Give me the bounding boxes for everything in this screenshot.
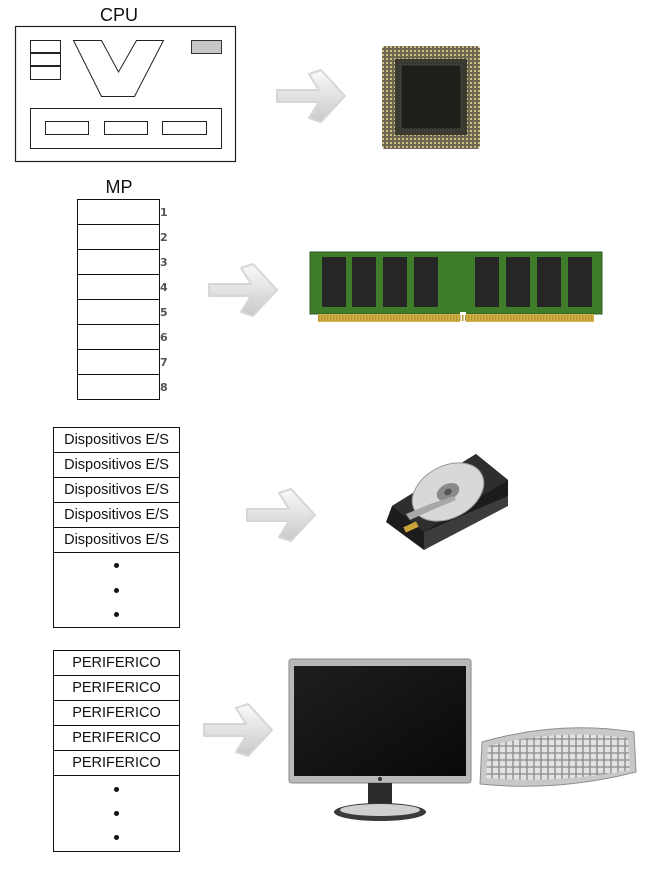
io-device-cell: Dispositivos E/S bbox=[53, 427, 180, 453]
memory-cell bbox=[77, 349, 160, 375]
keyboard-icon bbox=[479, 727, 637, 787]
io-device-cell: Dispositivos E/S bbox=[53, 527, 180, 553]
memory-cell bbox=[77, 274, 160, 300]
ram-module-icon bbox=[309, 251, 603, 324]
arrow-right-icon bbox=[276, 69, 346, 123]
memory-address: 2 bbox=[160, 231, 168, 244]
arrow-right-icon bbox=[246, 488, 316, 542]
arrow-right-icon bbox=[208, 263, 278, 317]
ellipsis-dot bbox=[114, 612, 119, 617]
cpu-title: CPU bbox=[99, 5, 138, 25]
io-device-cell: Dispositivos E/S bbox=[53, 502, 180, 528]
cpu-chip-icon bbox=[382, 46, 480, 149]
memory-cell bbox=[77, 324, 160, 350]
peripheral-cell: PERIFERICO bbox=[53, 700, 180, 726]
memory-cell bbox=[77, 224, 160, 250]
memory-cell bbox=[77, 299, 160, 325]
memory-cell bbox=[77, 374, 160, 400]
memory-cell bbox=[77, 199, 160, 225]
io-device-cell: Dispositivos E/S bbox=[53, 452, 180, 478]
monitor-icon bbox=[288, 658, 472, 821]
ellipsis-dot bbox=[114, 787, 119, 792]
ellipsis-dot bbox=[114, 835, 119, 840]
ellipsis-dot bbox=[114, 588, 119, 593]
memory-address: 6 bbox=[160, 331, 168, 344]
hard-disk-icon bbox=[386, 454, 508, 550]
peripheral-cell: PERIFERICO bbox=[53, 750, 180, 776]
memory-address: 1 bbox=[160, 206, 168, 219]
ellipsis-dot bbox=[114, 563, 119, 568]
memory-address: 8 bbox=[160, 381, 168, 394]
memory-cell bbox=[77, 249, 160, 275]
peripheral-cell: PERIFERICO bbox=[53, 650, 180, 676]
mp-title: MP bbox=[105, 177, 133, 197]
memory-address: 3 bbox=[160, 256, 168, 269]
io-device-cell: Dispositivos E/S bbox=[53, 477, 180, 503]
ellipsis-dot bbox=[114, 811, 119, 816]
arrow-right-icon bbox=[203, 703, 273, 757]
cpu-block-diagram bbox=[14, 25, 237, 163]
memory-address: 4 bbox=[160, 281, 168, 294]
peripheral-cell: PERIFERICO bbox=[53, 725, 180, 751]
memory-address: 5 bbox=[160, 306, 168, 319]
peripheral-cell: PERIFERICO bbox=[53, 675, 180, 701]
memory-address: 7 bbox=[160, 356, 168, 369]
